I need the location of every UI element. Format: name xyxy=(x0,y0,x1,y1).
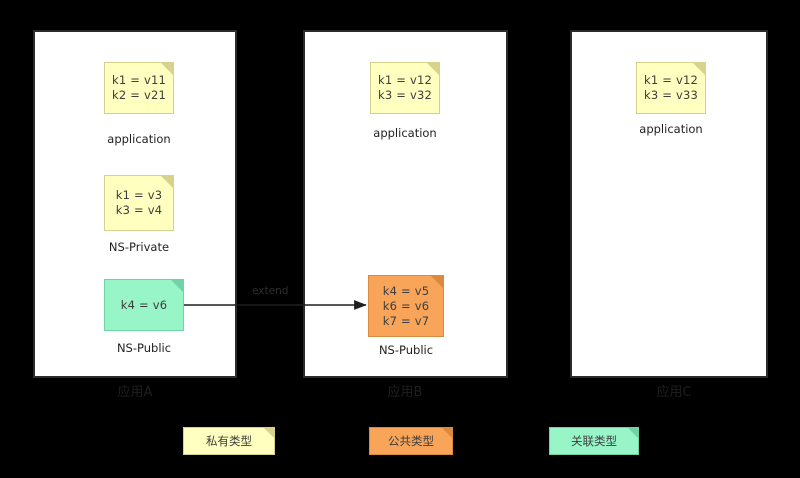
note-app-b-ns-public[interactable]: k4 = v5 k6 = v6 k7 = v7 xyxy=(368,275,444,337)
legend-item-public[interactable]: 公共类型 xyxy=(369,427,453,455)
note-label-app-a-ns-private: NS-Private xyxy=(108,240,170,254)
note-label-app-a-ns-public: NS-Public xyxy=(116,341,172,355)
note-app-a-application[interactable]: k1 = v11 k2 = v21 xyxy=(104,62,174,114)
legend-label: 关联类型 xyxy=(571,434,617,448)
panel-title-app-c: 应用C xyxy=(656,385,692,400)
note-fold-icon xyxy=(161,63,173,75)
note-app-b-application[interactable]: k1 = v12 k3 = v32 xyxy=(370,62,440,114)
panel-title-app-a: 应用A xyxy=(117,385,153,400)
note-fold-icon xyxy=(427,63,439,75)
note-app-a-ns-public[interactable]: k4 = v6 xyxy=(104,279,184,331)
note-text: k1 = v11 k2 = v21 xyxy=(112,73,166,102)
legend-item-private[interactable]: 私有类型 xyxy=(183,427,275,455)
note-text: k1 = v3 k3 = v4 xyxy=(115,188,163,217)
note-fold-icon xyxy=(442,428,452,438)
legend-item-associated[interactable]: 关联类型 xyxy=(549,427,639,455)
note-fold-icon xyxy=(431,276,443,288)
note-fold-icon xyxy=(161,176,173,188)
legend-label: 私有类型 xyxy=(206,434,252,448)
note-app-c-application[interactable]: k1 = v12 k3 = v33 xyxy=(636,62,706,114)
note-text: k1 = v12 k3 = v32 xyxy=(378,73,432,102)
note-label-app-b-application: application xyxy=(373,126,437,140)
note-text: k4 = v5 k6 = v6 k7 = v7 xyxy=(382,283,430,328)
note-fold-icon xyxy=(628,428,638,438)
note-label-app-b-ns-public: NS-Public xyxy=(378,343,434,357)
note-app-a-ns-private[interactable]: k1 = v3 k3 = v4 xyxy=(104,175,174,231)
note-fold-icon xyxy=(693,63,705,75)
legend-label: 公共类型 xyxy=(388,434,434,448)
panel-title-app-b: 应用B xyxy=(387,385,423,400)
note-label-app-a-application: application xyxy=(107,132,171,146)
note-fold-icon xyxy=(264,428,274,438)
note-label-app-c-application: application xyxy=(639,122,703,136)
note-text: k1 = v12 k3 = v33 xyxy=(644,73,698,102)
extend-connector-label: extend xyxy=(252,285,289,297)
note-text: k4 = v6 xyxy=(120,297,168,312)
note-fold-icon xyxy=(171,280,183,292)
